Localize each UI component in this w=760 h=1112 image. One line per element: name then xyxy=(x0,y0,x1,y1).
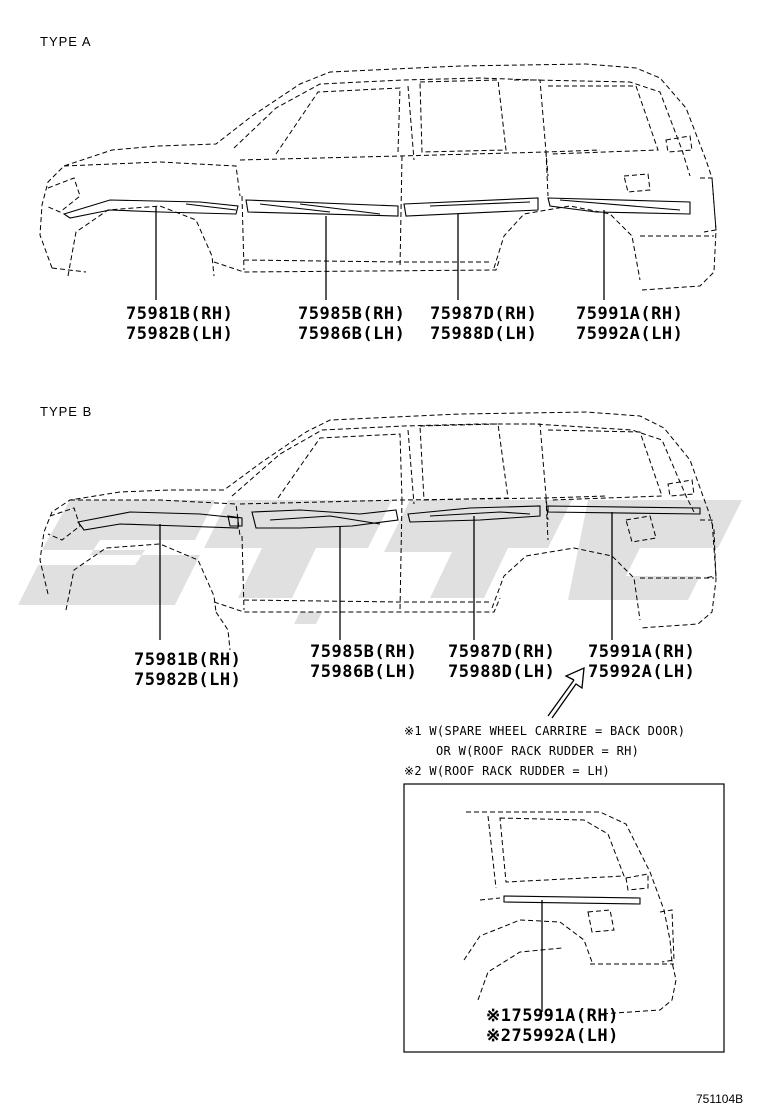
diagram-code: 751104B xyxy=(696,1092,744,1106)
type-a-label-4-lh: 75992A(LH) xyxy=(576,324,684,344)
note-line-2: OR W(ROOF RACK RUDDER = RH) xyxy=(436,744,640,758)
type-a-title: TYPE A xyxy=(40,34,92,49)
type-a-label-1-lh: 75982B(LH) xyxy=(126,324,234,344)
vehicle-type-b xyxy=(39,411,717,651)
vehicle-type-a xyxy=(39,63,717,300)
type-b-label-1-rh: 75981B(RH) xyxy=(134,650,242,670)
type-b-label-3-lh: 75988D(LH) xyxy=(448,662,556,682)
detail-box xyxy=(403,783,725,1053)
type-a-label-3-lh: 75988D(LH) xyxy=(430,324,538,344)
watermark-logo xyxy=(18,500,742,624)
type-b-label-1-lh: 75982B(LH) xyxy=(134,670,242,690)
detail-label-rh: ※175991A(RH) xyxy=(486,1006,619,1026)
detail-vehicle xyxy=(463,811,677,1015)
type-b-label-2-rh: 75985B(RH) xyxy=(310,642,418,662)
type-a-label-3-rh: 75987D(RH) xyxy=(430,304,538,324)
type-b-label-2-lh: 75986B(LH) xyxy=(310,662,418,682)
type-b-label-4-lh: 75992A(LH) xyxy=(588,662,696,682)
type-a-label-2-lh: 75986B(LH) xyxy=(298,324,406,344)
note-line-1: ※1 W(SPARE WHEEL CARRIRE = BACK DOOR) xyxy=(404,724,686,738)
type-b-title: TYPE B xyxy=(40,404,93,419)
type-a-label-4-rh: 75991A(RH) xyxy=(576,304,684,324)
type-b-label-3-rh: 75987D(RH) xyxy=(448,642,556,662)
detail-label-lh: ※275992A(LH) xyxy=(486,1026,619,1046)
type-b-label-4-rh: 75991A(RH) xyxy=(588,642,696,662)
type-a-label-2-rh: 75985B(RH) xyxy=(298,304,406,324)
type-a-label-1-rh: 75981B(RH) xyxy=(126,304,234,324)
detail-arrow xyxy=(547,666,585,719)
note-line-3: ※2 W(ROOF RACK RUDDER = LH) xyxy=(404,764,610,778)
